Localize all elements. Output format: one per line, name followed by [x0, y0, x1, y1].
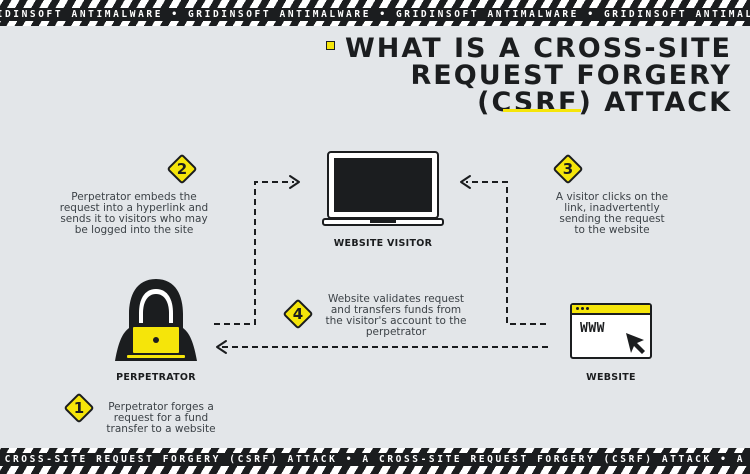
node-label-website: WEBSITE [586, 372, 636, 383]
arrowhead-visitor-left [289, 175, 300, 189]
browser-dot [581, 307, 584, 310]
title-line-1: WHAT IS A CROSS-SITE [345, 33, 732, 64]
node-label-perpetrator: PERPETRATOR [116, 372, 196, 383]
top-stripe-border [0, 0, 750, 9]
bottom-stripe-border-upper [0, 448, 750, 453]
top-ticker-text: GRIDINSOFT ANTIMALWARE • GRIDINSOFT ANTI… [0, 9, 750, 20]
top-ticker: GRIDINSOFT ANTIMALWARE • GRIDINSOFT ANTI… [0, 8, 750, 21]
title-highlight-underline [503, 109, 581, 112]
hacker-icon [115, 279, 197, 361]
step-badge-4: 4 [282, 298, 314, 330]
cursor-arrow-icon [626, 333, 645, 354]
title-line-2: REQUEST FORGERY [410, 60, 732, 91]
step-badge-3: 3 [552, 153, 584, 185]
arrowhead-visitor-right [460, 175, 471, 189]
bottom-stripe-border [0, 466, 750, 474]
website-browser-icon: WWW [570, 303, 652, 359]
step-badge-1: 1 [63, 392, 95, 424]
node-label-website-visitor: WEBSITE VISITOR [333, 238, 433, 249]
step-badge-2: 2 [166, 153, 198, 185]
step-description-2: Perpetrator embeds the request into a hy… [59, 191, 209, 236]
browser-dot [576, 307, 579, 310]
browser-title-bar [572, 305, 650, 315]
top-stripe-border-lower [0, 21, 750, 26]
bottom-ticker: A CROSS-SITE REQUEST FORGERY (CSRF) ATTA… [0, 453, 750, 466]
arrow-website-to-visitor [466, 181, 546, 325]
bottom-ticker-text: A CROSS-SITE REQUEST FORGERY (CSRF) ATTA… [0, 454, 750, 465]
step-description-1: Perpetrator forges a request for a fund … [106, 401, 216, 435]
browser-dot [586, 307, 589, 310]
step-description-3: A visitor clicks on the link, inadverten… [555, 191, 669, 236]
step-description-4: Website validates request and transfers … [325, 293, 467, 338]
arrow-perpetrator-to-visitor [214, 181, 294, 325]
arrowhead-perpetrator [216, 340, 227, 354]
browser-www-text: WWW [580, 321, 605, 336]
title-bullet-icon [326, 41, 336, 50]
laptop-icon [322, 151, 444, 226]
